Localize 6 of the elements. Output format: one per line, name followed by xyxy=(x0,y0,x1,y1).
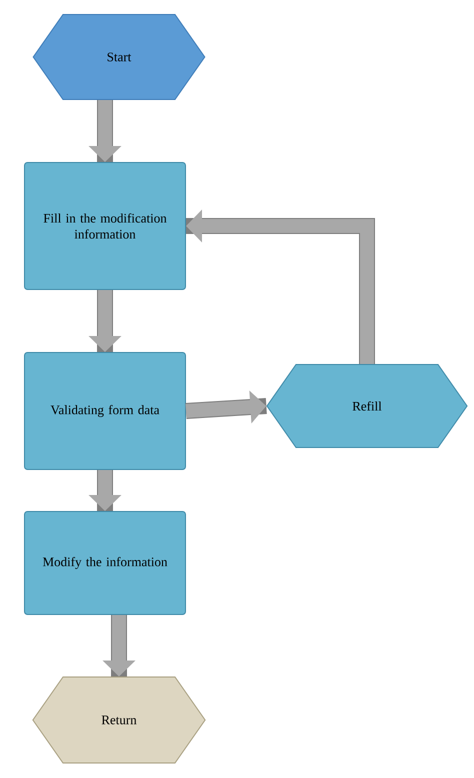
process-box: Validating form data xyxy=(24,352,186,470)
process-box: Modify the information xyxy=(24,511,186,615)
hexagon-node: Start xyxy=(32,14,206,100)
process-box: Fill in the modification information xyxy=(24,162,186,290)
hexagon-node: Refill xyxy=(266,364,468,448)
hexagon-node: Return xyxy=(32,676,206,764)
